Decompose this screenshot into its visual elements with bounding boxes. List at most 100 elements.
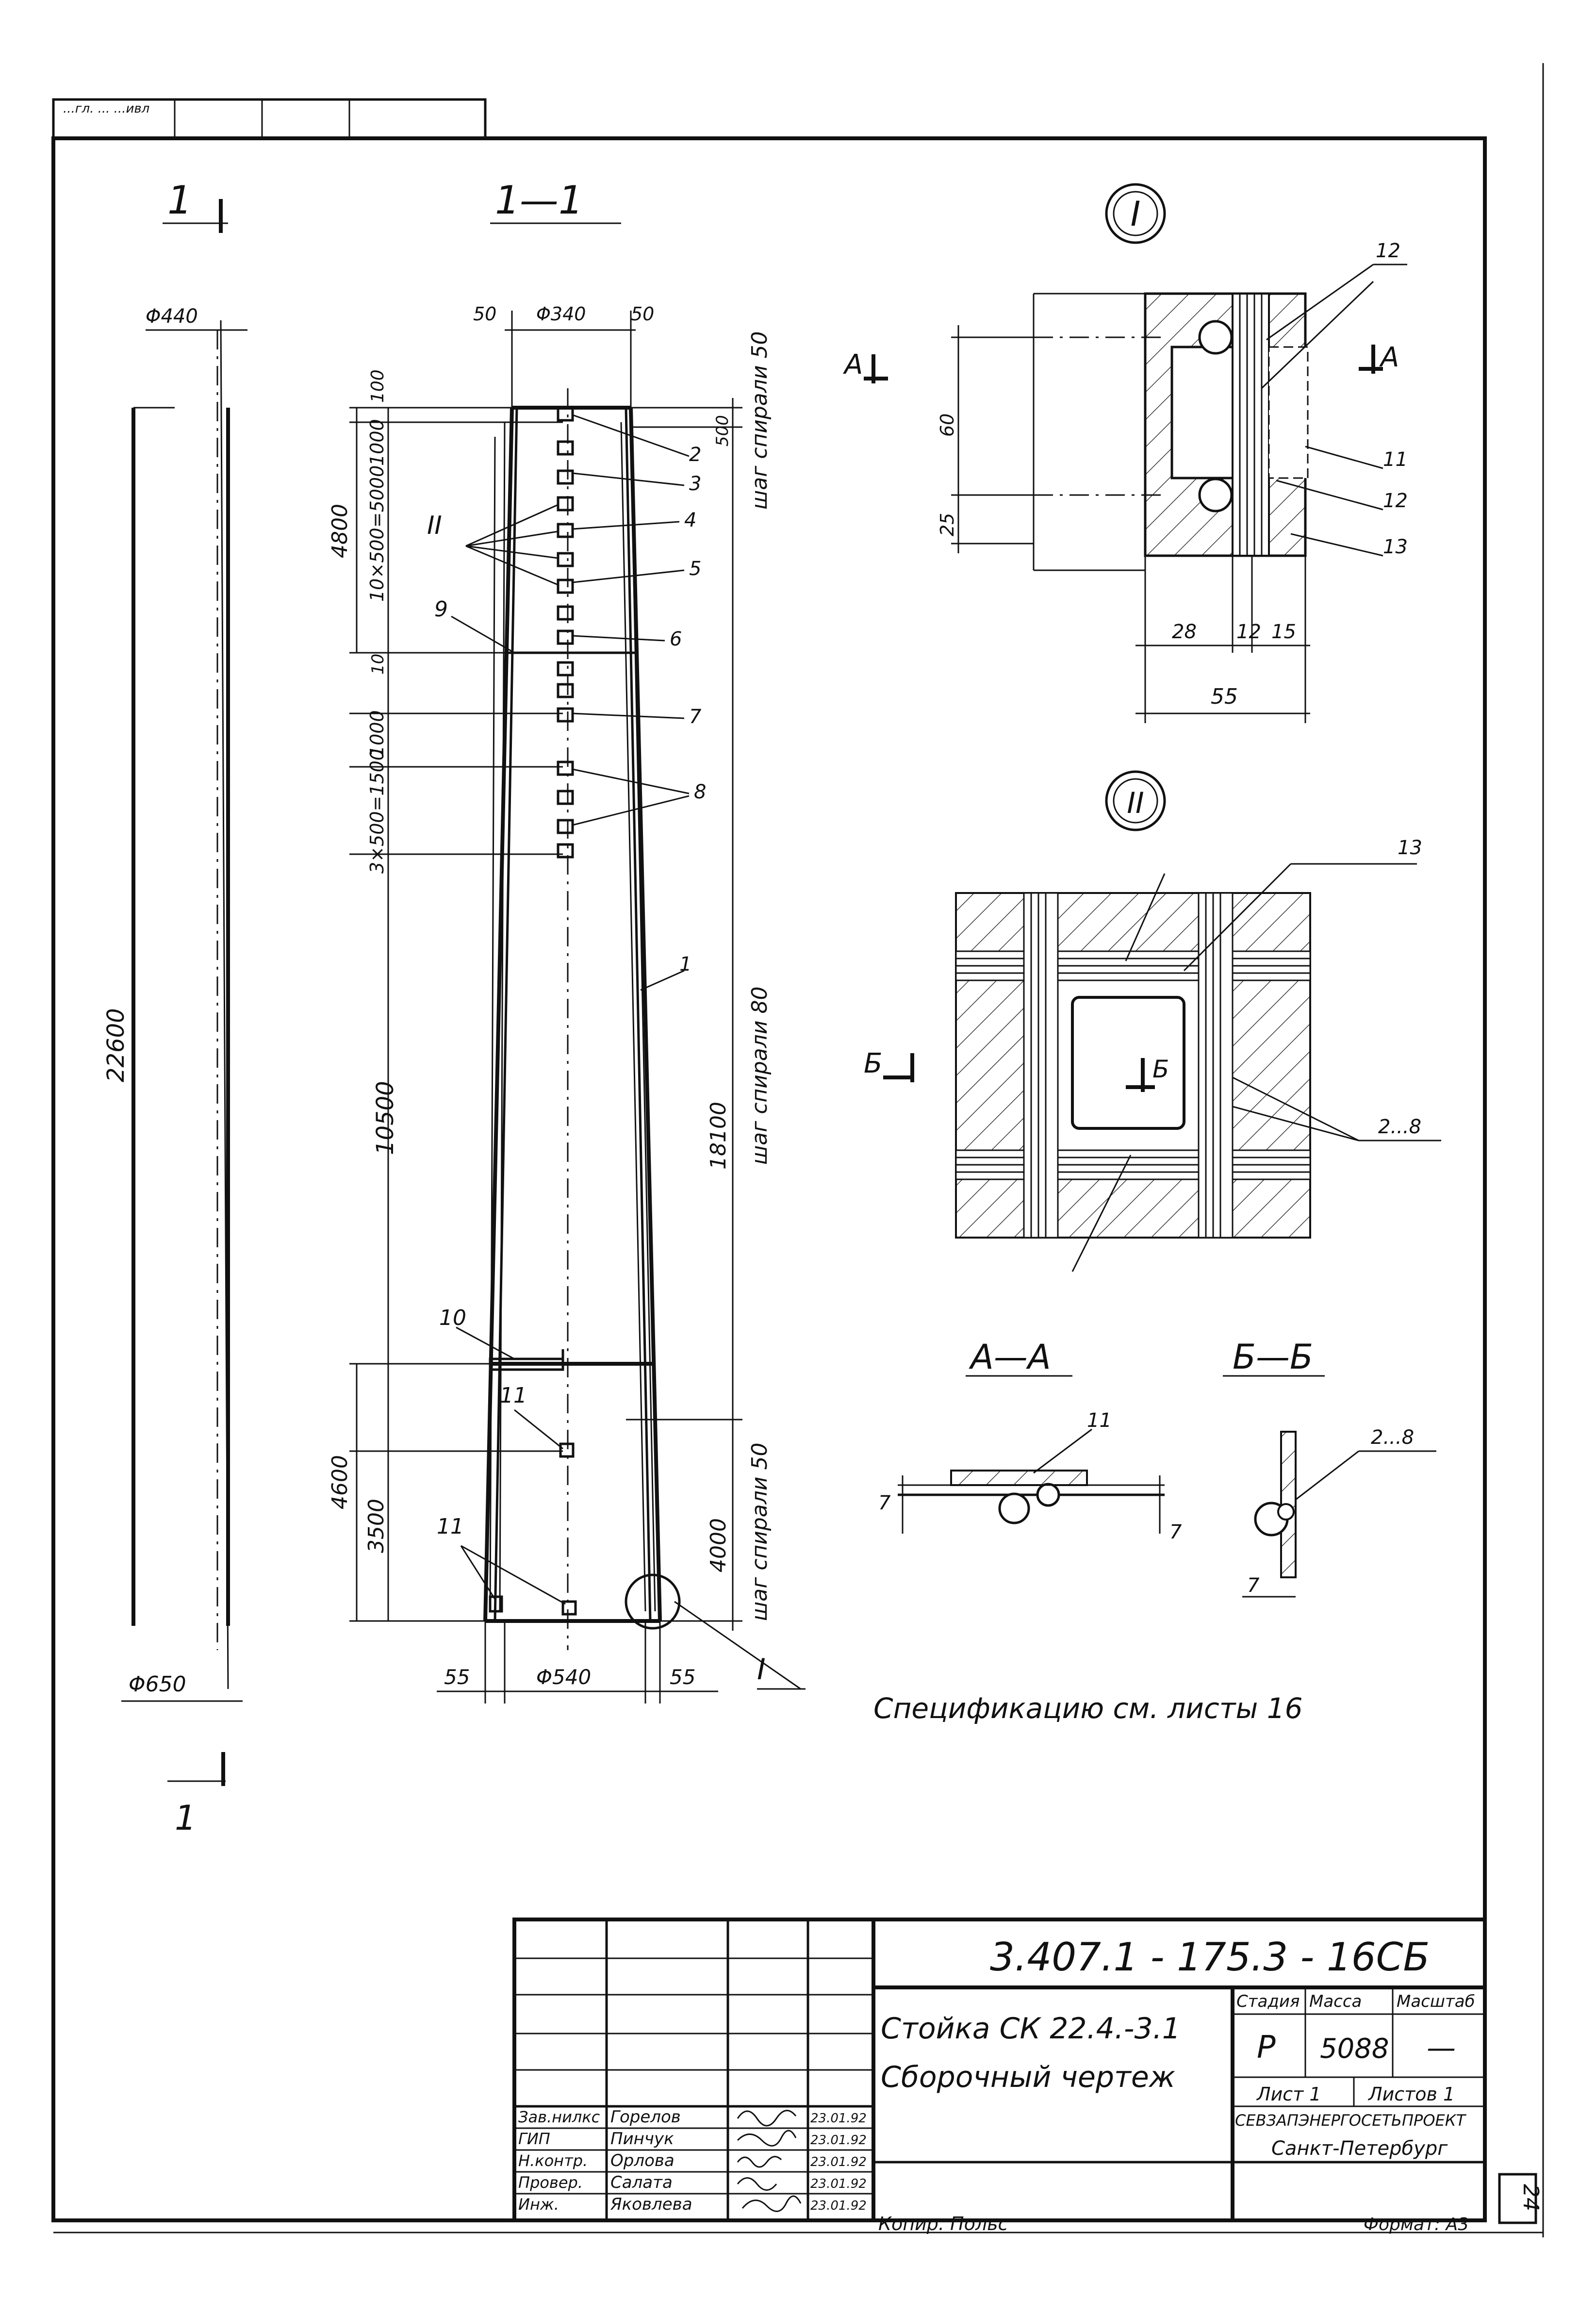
scale-label: Масштаб (1397, 1992, 1475, 2011)
signer-role-2: ГИП (518, 2130, 550, 2148)
side-view: 1 Φ440 22600 Φ650 1 (102, 178, 247, 1838)
format-label: Формат: А3 (1364, 2215, 1469, 2234)
signer-role-1: Зав.нилкс (518, 2108, 600, 2126)
section-B-B: Б—Б 2...8 7 (1223, 1337, 1436, 1598)
callout-4: 4 (684, 509, 696, 531)
sheet-number: Лист 1 (1256, 2084, 1321, 2105)
dim-top-dia: Φ340 (536, 303, 586, 325)
signer-name-2: Пинчук (610, 2129, 674, 2149)
copy-label: Копир. Польс (878, 2213, 1008, 2234)
callout-9: 9 (434, 597, 448, 622)
section-1-1: 1—1 (328, 178, 806, 1704)
section-AA-callout-11: 11 (1087, 1409, 1112, 1432)
dim-500: 500 (713, 415, 732, 447)
detail-I-callout-12a: 12 (1376, 240, 1400, 262)
section-BB-callout-2-8: 2...8 (1371, 1426, 1414, 1449)
callout-2: 2 (689, 444, 701, 466)
side-bottom-dia: Φ650 (129, 1672, 186, 1697)
callout-1: 1 (679, 953, 691, 976)
dim-3x500: 3×500=1500 (366, 749, 388, 874)
dim-wall-bottom-right: 55 (670, 1665, 695, 1689)
dim-1000-mid: 1000 (366, 710, 388, 757)
dim-4600: 4600 (328, 1455, 352, 1509)
mass-value: 5088 (1320, 2033, 1389, 2065)
title-name-line1: Стойка СК 22.4.-3.1 (881, 2012, 1181, 2046)
embedded-parts (489, 406, 577, 1616)
detail-I-dim-15: 15 (1271, 621, 1296, 643)
org-name: СЕВЗАПЭНЕРГОСЕТЬПРОЕКТ (1235, 2111, 1466, 2130)
dim-4000: 4000 (706, 1518, 731, 1572)
signer-date-2: 23.01.92 (810, 2133, 867, 2148)
spec-note: Спецификацию см. листы 16 (873, 1692, 1303, 1725)
detail-II-callout-13: 13 (1398, 837, 1422, 859)
cut-A-left: А (843, 349, 863, 380)
stage-value: Р (1257, 2030, 1276, 2066)
signer-name-3: Орлова (610, 2151, 675, 2170)
detail-I-callout-11: 11 (1383, 448, 1408, 471)
dim-wall-top-right: 50 (631, 303, 654, 325)
section-AA-dim-7-right: 7 (1169, 1521, 1182, 1543)
scale-value: — (1427, 2031, 1456, 2065)
note-spiral-top: шаг спирали 50 (747, 331, 772, 510)
note-spiral-mid: шаг спирали 80 (747, 987, 772, 1165)
detail-I-dim-55: 55 (1211, 684, 1238, 709)
signer-date-4: 23.01.92 (810, 2177, 867, 2191)
cut-B-inner: Б (1152, 1055, 1169, 1083)
callouts: 2 3 4 5 6 7 8 1 9 10 11 11 (427, 414, 806, 1690)
dim-3500: 3500 (364, 1499, 389, 1553)
doc-code: 3.407.1 - 175.3 - 16СБ (990, 1935, 1430, 1980)
dim-1000-top: 1000 (366, 419, 388, 466)
callout-5: 5 (689, 558, 701, 580)
callout-10: 10 (439, 1306, 466, 1330)
signer-date-3: 23.01.92 (810, 2155, 867, 2169)
callout-I: I (757, 1653, 766, 1687)
title-block: 3.407.1 - 175.3 - 16СБ Стойка СК 22.4.-3… (512, 1918, 1543, 2234)
section-AA-title: А—А (969, 1337, 1051, 1377)
page-number: 24 (1518, 2184, 1543, 2211)
detail-I: I 60 25 А А 28 12 15 (843, 183, 1408, 723)
cut-A-right: А (1379, 342, 1399, 373)
callout-8: 8 (694, 781, 706, 803)
top-stamp: ...гл. ... ...ивл (52, 98, 487, 140)
detail-I-dim-28: 28 (1172, 621, 1197, 643)
title-name-line2: Сборочный чертеж (881, 2060, 1175, 2094)
stage-label: Стадия (1236, 1992, 1300, 2011)
dim-wall-top-left: 50 (473, 303, 496, 325)
signatures (737, 2110, 802, 2212)
section-A-A: А—А 7 7 11 (878, 1337, 1182, 1543)
mass-label: Масса (1309, 1992, 1362, 2011)
detail-II-callout-2-8: 2...8 (1378, 1116, 1421, 1138)
detail-I-dim-25: 25 (937, 513, 958, 536)
signer-name-5: Яковлева (610, 2195, 692, 2214)
signer-date-5: 23.01.92 (810, 2199, 867, 2213)
side-total-length: 22600 (102, 1008, 130, 1082)
signer-date-1: 23.01.92 (810, 2111, 867, 2126)
detail-I-label: I (1131, 194, 1141, 234)
callout-11-bottom: 11 (437, 1514, 464, 1539)
signer-name-1: Горелов (610, 2107, 681, 2127)
dim-bottom-dia: Φ540 (536, 1665, 591, 1689)
dim-wall-bottom-left: 55 (444, 1665, 470, 1689)
dim-100: 100 (368, 369, 388, 403)
cut-B-left: Б (864, 1048, 882, 1079)
note-spiral-bottom: шаг спирали 50 (747, 1443, 772, 1621)
dim-10500: 10500 (372, 1081, 399, 1155)
org-city: Санкт-Петербург (1271, 2137, 1448, 2160)
side-view-marker: 1 (167, 178, 192, 223)
callout-7: 7 (689, 706, 702, 728)
callout-11-top: 11 (500, 1383, 527, 1408)
signer-name-4: Салата (610, 2173, 673, 2192)
top-stamp-text: ...гл. ... ...ивл (63, 101, 149, 116)
dim-10: 10 (368, 654, 388, 675)
side-top-dia: Φ440 (146, 305, 198, 328)
section-BB-dim-7: 7 (1247, 1574, 1260, 1597)
section-1-1-title: 1—1 (495, 178, 583, 223)
dim-10x500: 10×500=5000 (366, 465, 388, 602)
signer-role-4: Провер. (518, 2173, 583, 2192)
callout-3: 3 (689, 473, 701, 495)
sheets-total: Листов 1 (1367, 2084, 1455, 2105)
side-view-marker-bottom: 1 (175, 1798, 197, 1838)
detail-I-callout-13: 13 (1383, 536, 1408, 558)
detail-I-callout-12b: 12 (1383, 490, 1408, 512)
